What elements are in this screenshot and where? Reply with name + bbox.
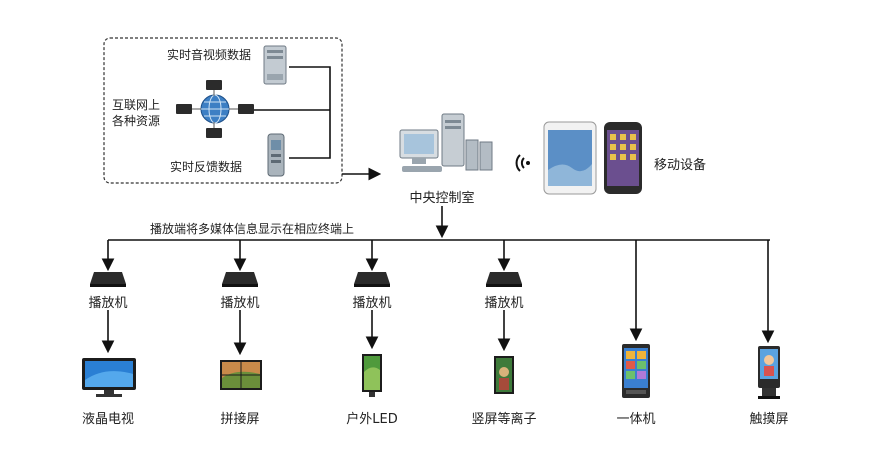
vertical-plasma-icon bbox=[494, 356, 514, 394]
av-server-icon bbox=[263, 45, 287, 85]
broadcast-note: 播放端将多媒体信息显示在相应终端上 bbox=[150, 222, 355, 236]
terminal-label-all-in-one: 一体机 bbox=[616, 412, 656, 427]
feedback-terminal-icon bbox=[267, 133, 285, 177]
player-device-icon bbox=[222, 272, 258, 287]
av-data-label: 实时音视频数据 bbox=[167, 48, 252, 62]
outdoor-led-icon bbox=[362, 354, 382, 397]
wireless-signal-icon bbox=[515, 154, 530, 172]
terminal-label-lcd-tv: 液晶电视 bbox=[81, 412, 135, 427]
touch-screen-kiosk-icon bbox=[758, 346, 780, 399]
all-in-one-kiosk-icon bbox=[622, 344, 650, 398]
source-bracket bbox=[289, 66, 331, 159]
player-label-1: 播放机 bbox=[88, 296, 128, 311]
mobile-devices-icon bbox=[543, 121, 642, 195]
player-label-3: 播放机 bbox=[352, 296, 392, 311]
sources-group-box bbox=[103, 37, 343, 184]
player-device-icon bbox=[354, 272, 390, 287]
player-device-icon bbox=[90, 272, 126, 287]
terminal-label-outdoor-led: 户外LED bbox=[346, 412, 398, 427]
player-label-2: 播放机 bbox=[220, 296, 260, 311]
terminal-label-touch-screen: 触摸屏 bbox=[749, 412, 789, 427]
internet-label-line1: 互联网上 bbox=[112, 98, 161, 112]
internet-label-line2: 各种资源 bbox=[112, 114, 161, 128]
terminal-label-vertical-plasma: 竖屏等离子 bbox=[471, 412, 537, 427]
player-device-icon bbox=[486, 272, 522, 287]
player-label-4: 播放机 bbox=[484, 296, 524, 311]
feedback-label: 实时反馈数据 bbox=[170, 160, 243, 174]
terminal-label-video-wall: 拼接屏 bbox=[220, 412, 260, 427]
control-room-computer-icon bbox=[399, 113, 493, 172]
mobile-devices-label: 移动设备 bbox=[654, 158, 707, 173]
internet-globe-icon bbox=[176, 80, 254, 138]
video-wall-icon bbox=[220, 360, 262, 390]
control-room-label: 中央控制室 bbox=[409, 191, 475, 206]
lcd-tv-icon bbox=[82, 358, 136, 397]
